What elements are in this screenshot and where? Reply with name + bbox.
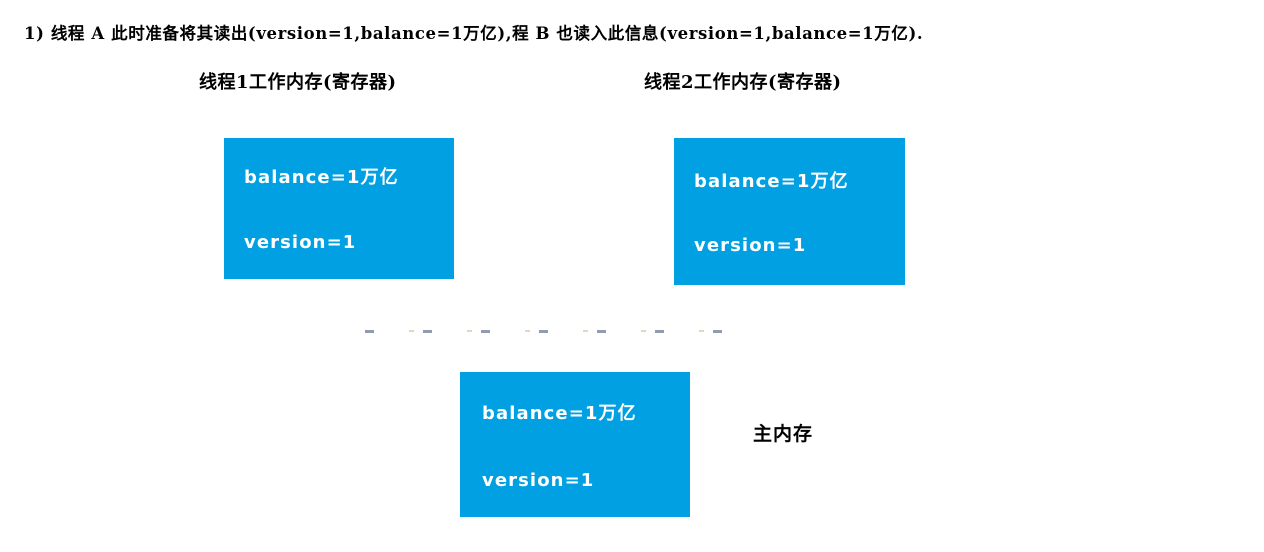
main-memory-box: balance=1万亿 version=1 [460, 372, 690, 517]
main-memory-caption: 主内存 [753, 423, 814, 445]
thread2-version-value: version=1 [694, 235, 807, 256]
thread2-memory-box: balance=1万亿 version=1 [674, 138, 905, 285]
thread2-balance-value: balance=1万亿 [694, 171, 849, 192]
thread2-memory-caption: 线程2工作内存(寄存器) [644, 72, 842, 93]
thread1-memory-box: balance=1万亿 version=1 [224, 138, 454, 279]
thread1-balance-value: balance=1万亿 [244, 167, 399, 188]
thread1-version-value: version=1 [244, 232, 357, 253]
dotted-separator-line [365, 329, 757, 333]
step-description-text: 1) 线程 A 此时准备将其读出(version=1,balance=1万亿),… [24, 24, 924, 43]
main-memory-version-value: version=1 [482, 470, 595, 491]
thread1-memory-caption: 线程1工作内存(寄存器) [199, 72, 397, 93]
main-memory-balance-value: balance=1万亿 [482, 403, 637, 424]
